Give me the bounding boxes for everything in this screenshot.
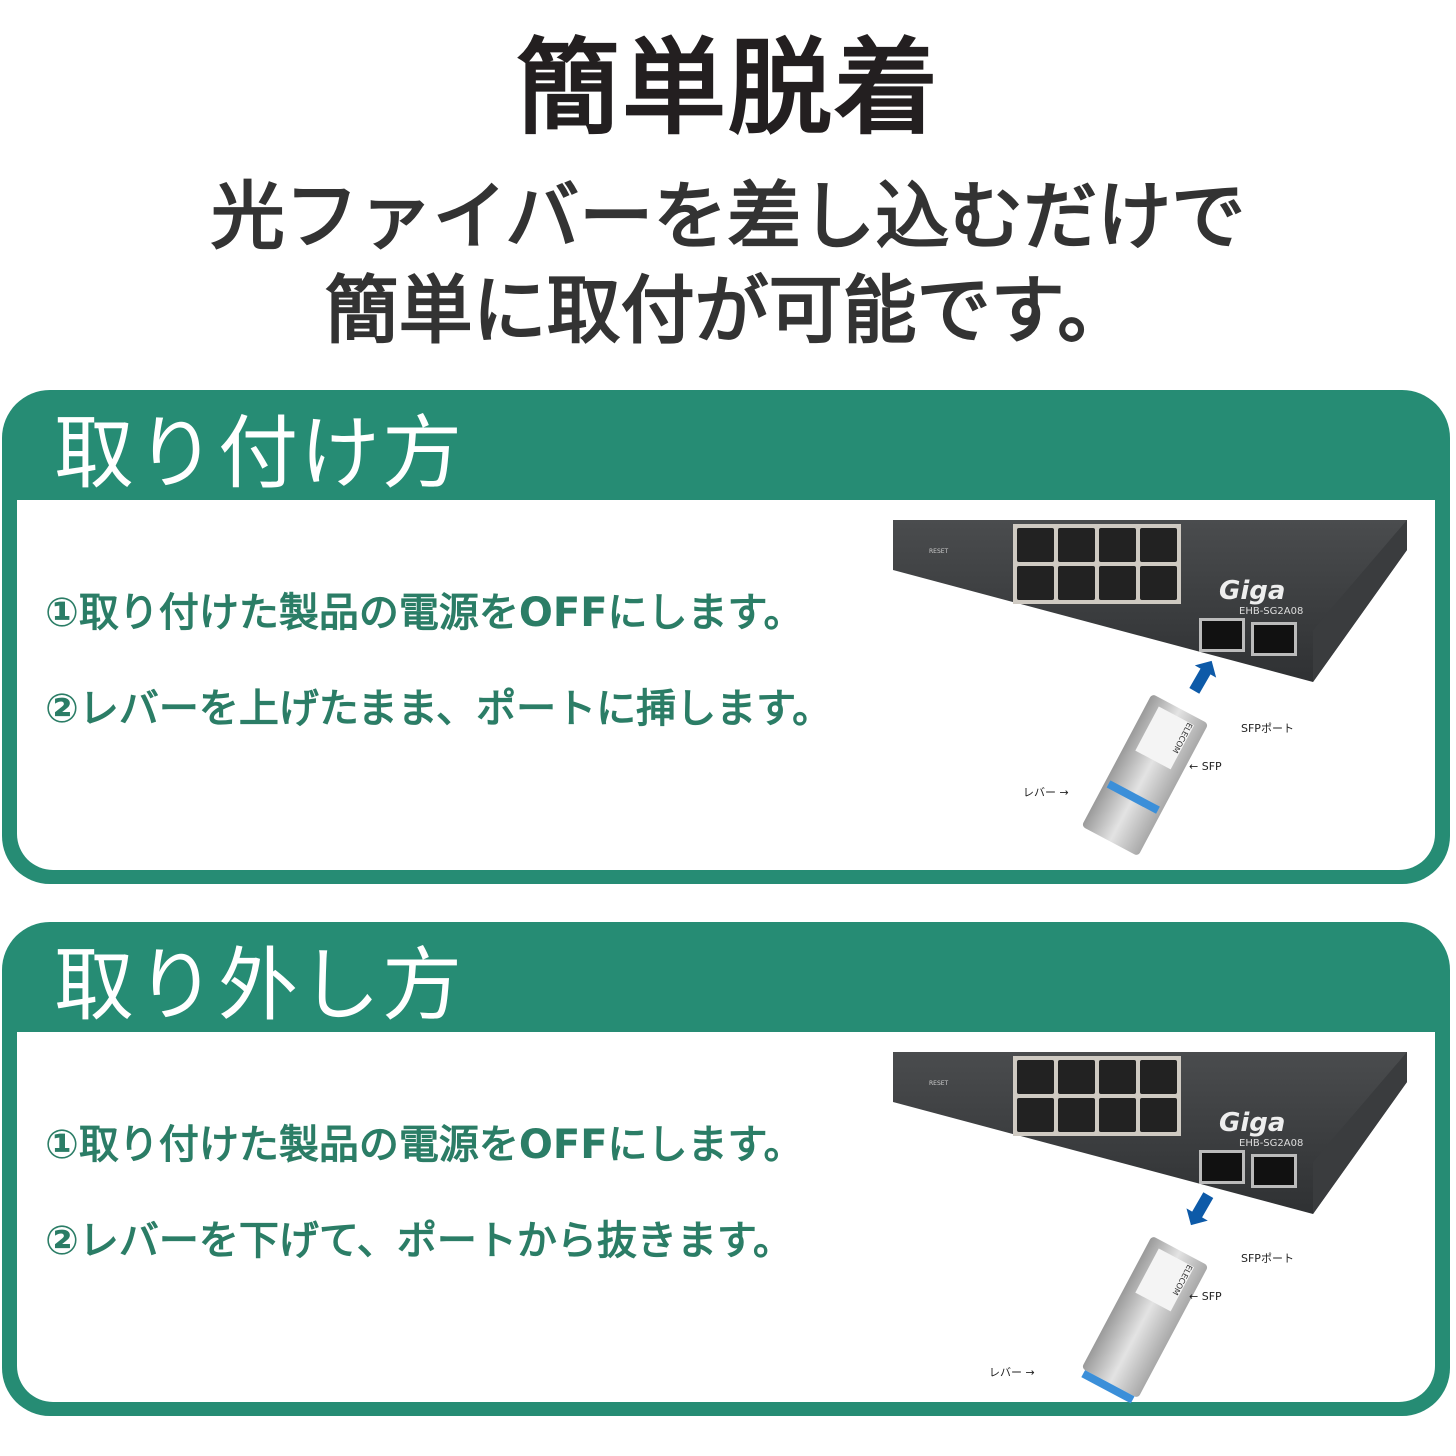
rj45-ports <box>1013 1056 1181 1136</box>
reset-label: RESET <box>929 1080 949 1087</box>
remove-step-1: ①取り付けた製品の電源をOFFにします。 <box>45 1122 804 1168</box>
sfp-module: ELECOM <box>1081 693 1209 857</box>
install-step-2: ②レバーを上げたまま、ポートに挿します。 <box>45 686 833 732</box>
subtitle-line-2: 簡単に取付が可能です。 <box>324 268 1132 354</box>
subtitle-line-1: 光ファイバーを差し込むだけで <box>210 174 1246 260</box>
lever-label: レバー → <box>1023 786 1069 799</box>
remove-step-2: ②レバーを下げて、ポートから抜きます。 <box>45 1218 793 1264</box>
sfp-port-9 <box>1199 618 1245 652</box>
sfp-port-9 <box>1199 1150 1245 1184</box>
install-body: ①取り付けた製品の電源をOFFにします。 ②レバーを上げたまま、ポートに挿します… <box>17 500 1435 870</box>
sfp-port-10 <box>1251 1154 1297 1188</box>
giga-logo: Giga <box>1219 576 1286 606</box>
reset-label: RESET <box>929 548 949 555</box>
page-title: 簡単脱着 <box>515 27 940 149</box>
install-panel: 取り付け方 ①取り付けた製品の電源をOFFにします。 ②レバーを上げたまま、ポー… <box>2 390 1450 884</box>
sfp-label: ← SFP <box>1189 1290 1222 1303</box>
model-label: EHB-SG2A08 <box>1239 1138 1304 1149</box>
rj45-ports <box>1013 524 1181 604</box>
lever <box>1081 1370 1135 1404</box>
lever <box>1106 780 1160 814</box>
remove-photo: RESET Giga EHB-SG2A08 ⬆ ELECOM SFPポート ← … <box>893 1052 1423 1404</box>
remove-panel: 取り外し方 ①取り付けた製品の電源をOFFにします。 ②レバーを下げて、ポートか… <box>2 922 1450 1416</box>
sfp-port-10 <box>1251 622 1297 656</box>
sfp-port-label: SFPポート <box>1241 1252 1294 1265</box>
remove-body: ①取り付けた製品の電源をOFFにします。 ②レバーを下げて、ポートから抜きます。… <box>17 1032 1435 1404</box>
giga-logo: Giga <box>1219 1108 1286 1138</box>
install-heading: 取り付け方 <box>54 407 464 500</box>
sfp-module: ELECOM <box>1081 1235 1209 1404</box>
lever-label: レバー → <box>989 1366 1035 1379</box>
install-step-1: ①取り付けた製品の電源をOFFにします。 <box>45 590 804 636</box>
remove-heading: 取り外し方 <box>54 939 464 1032</box>
module-label: ELECOM <box>1135 706 1195 770</box>
module-label: ELECOM <box>1135 1248 1195 1312</box>
sfp-label: ← SFP <box>1189 760 1222 773</box>
install-photo: RESET Giga EHB-SG2A08 ⬆ ELECOM SFPポート ← … <box>893 520 1423 860</box>
model-label: EHB-SG2A08 <box>1239 606 1304 617</box>
sfp-port-label: SFPポート <box>1241 722 1294 735</box>
